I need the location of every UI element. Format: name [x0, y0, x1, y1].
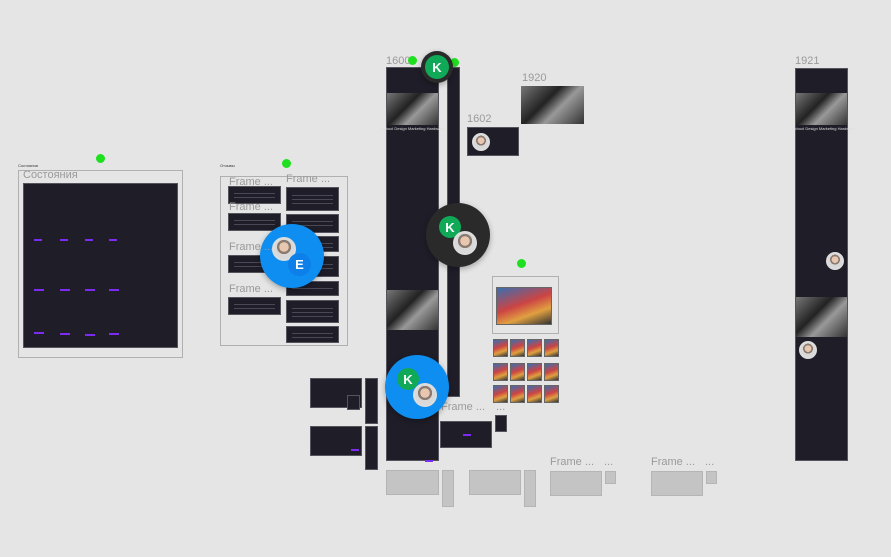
frame-gallery[interactable]	[492, 276, 559, 334]
thumbnail[interactable]	[510, 339, 525, 357]
frame-label[interactable]: Frame ...	[286, 173, 331, 185]
frame-modal-mobile[interactable]	[495, 415, 507, 432]
frame-ghost[interactable]	[469, 470, 521, 495]
states-board[interactable]	[23, 183, 178, 348]
thumbnail[interactable]	[527, 385, 542, 403]
frame-label-1921[interactable]: 1921	[795, 55, 820, 67]
frame-ghost[interactable]	[442, 470, 454, 507]
thumbnail[interactable]	[544, 339, 559, 357]
frame-form-small[interactable]	[347, 395, 360, 410]
frame-form[interactable]	[310, 378, 362, 408]
avatar-photo[interactable]	[453, 231, 477, 255]
thumbnail[interactable]	[493, 385, 508, 403]
frame-ghost[interactable]	[706, 471, 717, 484]
frame-form-mobile[interactable]	[365, 426, 378, 470]
review-card[interactable]	[286, 326, 339, 343]
thumbnail[interactable]	[510, 385, 525, 403]
frame-label[interactable]: Frame ...	[229, 241, 274, 253]
frame-label-reviews-small[interactable]: Отзывы	[220, 163, 235, 168]
avatar-k[interactable]: K	[425, 55, 449, 79]
frame-label-ellipsis[interactable]: ...	[496, 401, 506, 413]
frame-ghost[interactable]	[550, 471, 602, 496]
frame-label[interactable]: Frame ...	[229, 201, 274, 213]
review-card[interactable]	[228, 297, 281, 315]
thumbnail[interactable]	[527, 339, 542, 357]
frame-label-1602[interactable]: 1602	[467, 113, 492, 125]
frame-label-ellipsis[interactable]: ...	[705, 456, 715, 468]
frame-states[interactable]	[18, 170, 183, 358]
thumbnail[interactable]	[493, 339, 508, 357]
presence-dot	[96, 154, 105, 163]
frame-modal[interactable]	[440, 421, 492, 448]
frame-label[interactable]: Frame ...	[550, 456, 595, 468]
presence-dot	[408, 56, 417, 65]
gallery-image[interactable]	[496, 287, 552, 325]
frame-label-ellipsis[interactable]: ...	[604, 456, 614, 468]
avatar-k[interactable]: K	[439, 216, 461, 238]
frame-label[interactable]: Frame ...	[229, 283, 274, 295]
thumbnail[interactable]	[544, 385, 559, 403]
frame-form[interactable]	[310, 426, 362, 456]
presence-dot	[282, 159, 291, 168]
frame-ghost[interactable]	[651, 471, 703, 496]
frame-reviews[interactable]	[220, 176, 348, 346]
frame-label[interactable]: Frame ...	[441, 401, 486, 413]
frame-label[interactable]: Frame ...	[651, 456, 696, 468]
presence-dot	[517, 259, 526, 268]
thumbnail[interactable]	[527, 363, 542, 381]
review-card[interactable]	[286, 187, 339, 211]
frame-label-1600[interactable]: 1600	[386, 55, 411, 67]
review-card[interactable]	[286, 300, 339, 323]
review-card[interactable]	[228, 213, 281, 231]
frame-ghost[interactable]	[524, 470, 536, 507]
avatar-k[interactable]: K	[397, 368, 419, 390]
thumbnail[interactable]	[510, 363, 525, 381]
frame-label-1920[interactable]: 1920	[522, 72, 547, 84]
frame-ghost[interactable]	[605, 471, 616, 484]
page-heading: School Design Marketing Hardware	[381, 126, 444, 131]
frame-1602[interactable]	[467, 127, 519, 156]
frame-1921[interactable]: School Design Marketing Hardware	[792, 68, 855, 461]
frame-label-states-small[interactable]: Состояния	[18, 163, 38, 168]
frame-ghost[interactable]	[386, 470, 439, 495]
presence-dot	[450, 58, 459, 67]
frame-form-mobile[interactable]	[365, 378, 378, 424]
avatar-e[interactable]: E	[288, 253, 311, 276]
thumbnail[interactable]	[544, 363, 559, 381]
frame-label[interactable]: Frame ...	[229, 176, 274, 188]
thumbnail[interactable]	[493, 363, 508, 381]
review-card[interactable]	[228, 186, 281, 204]
frame-1920[interactable]	[521, 86, 584, 124]
page-heading: School Design Marketing Hardware	[792, 126, 855, 131]
frame-label-states[interactable]: Состояния	[23, 169, 78, 181]
avatar-photo[interactable]	[413, 383, 437, 407]
